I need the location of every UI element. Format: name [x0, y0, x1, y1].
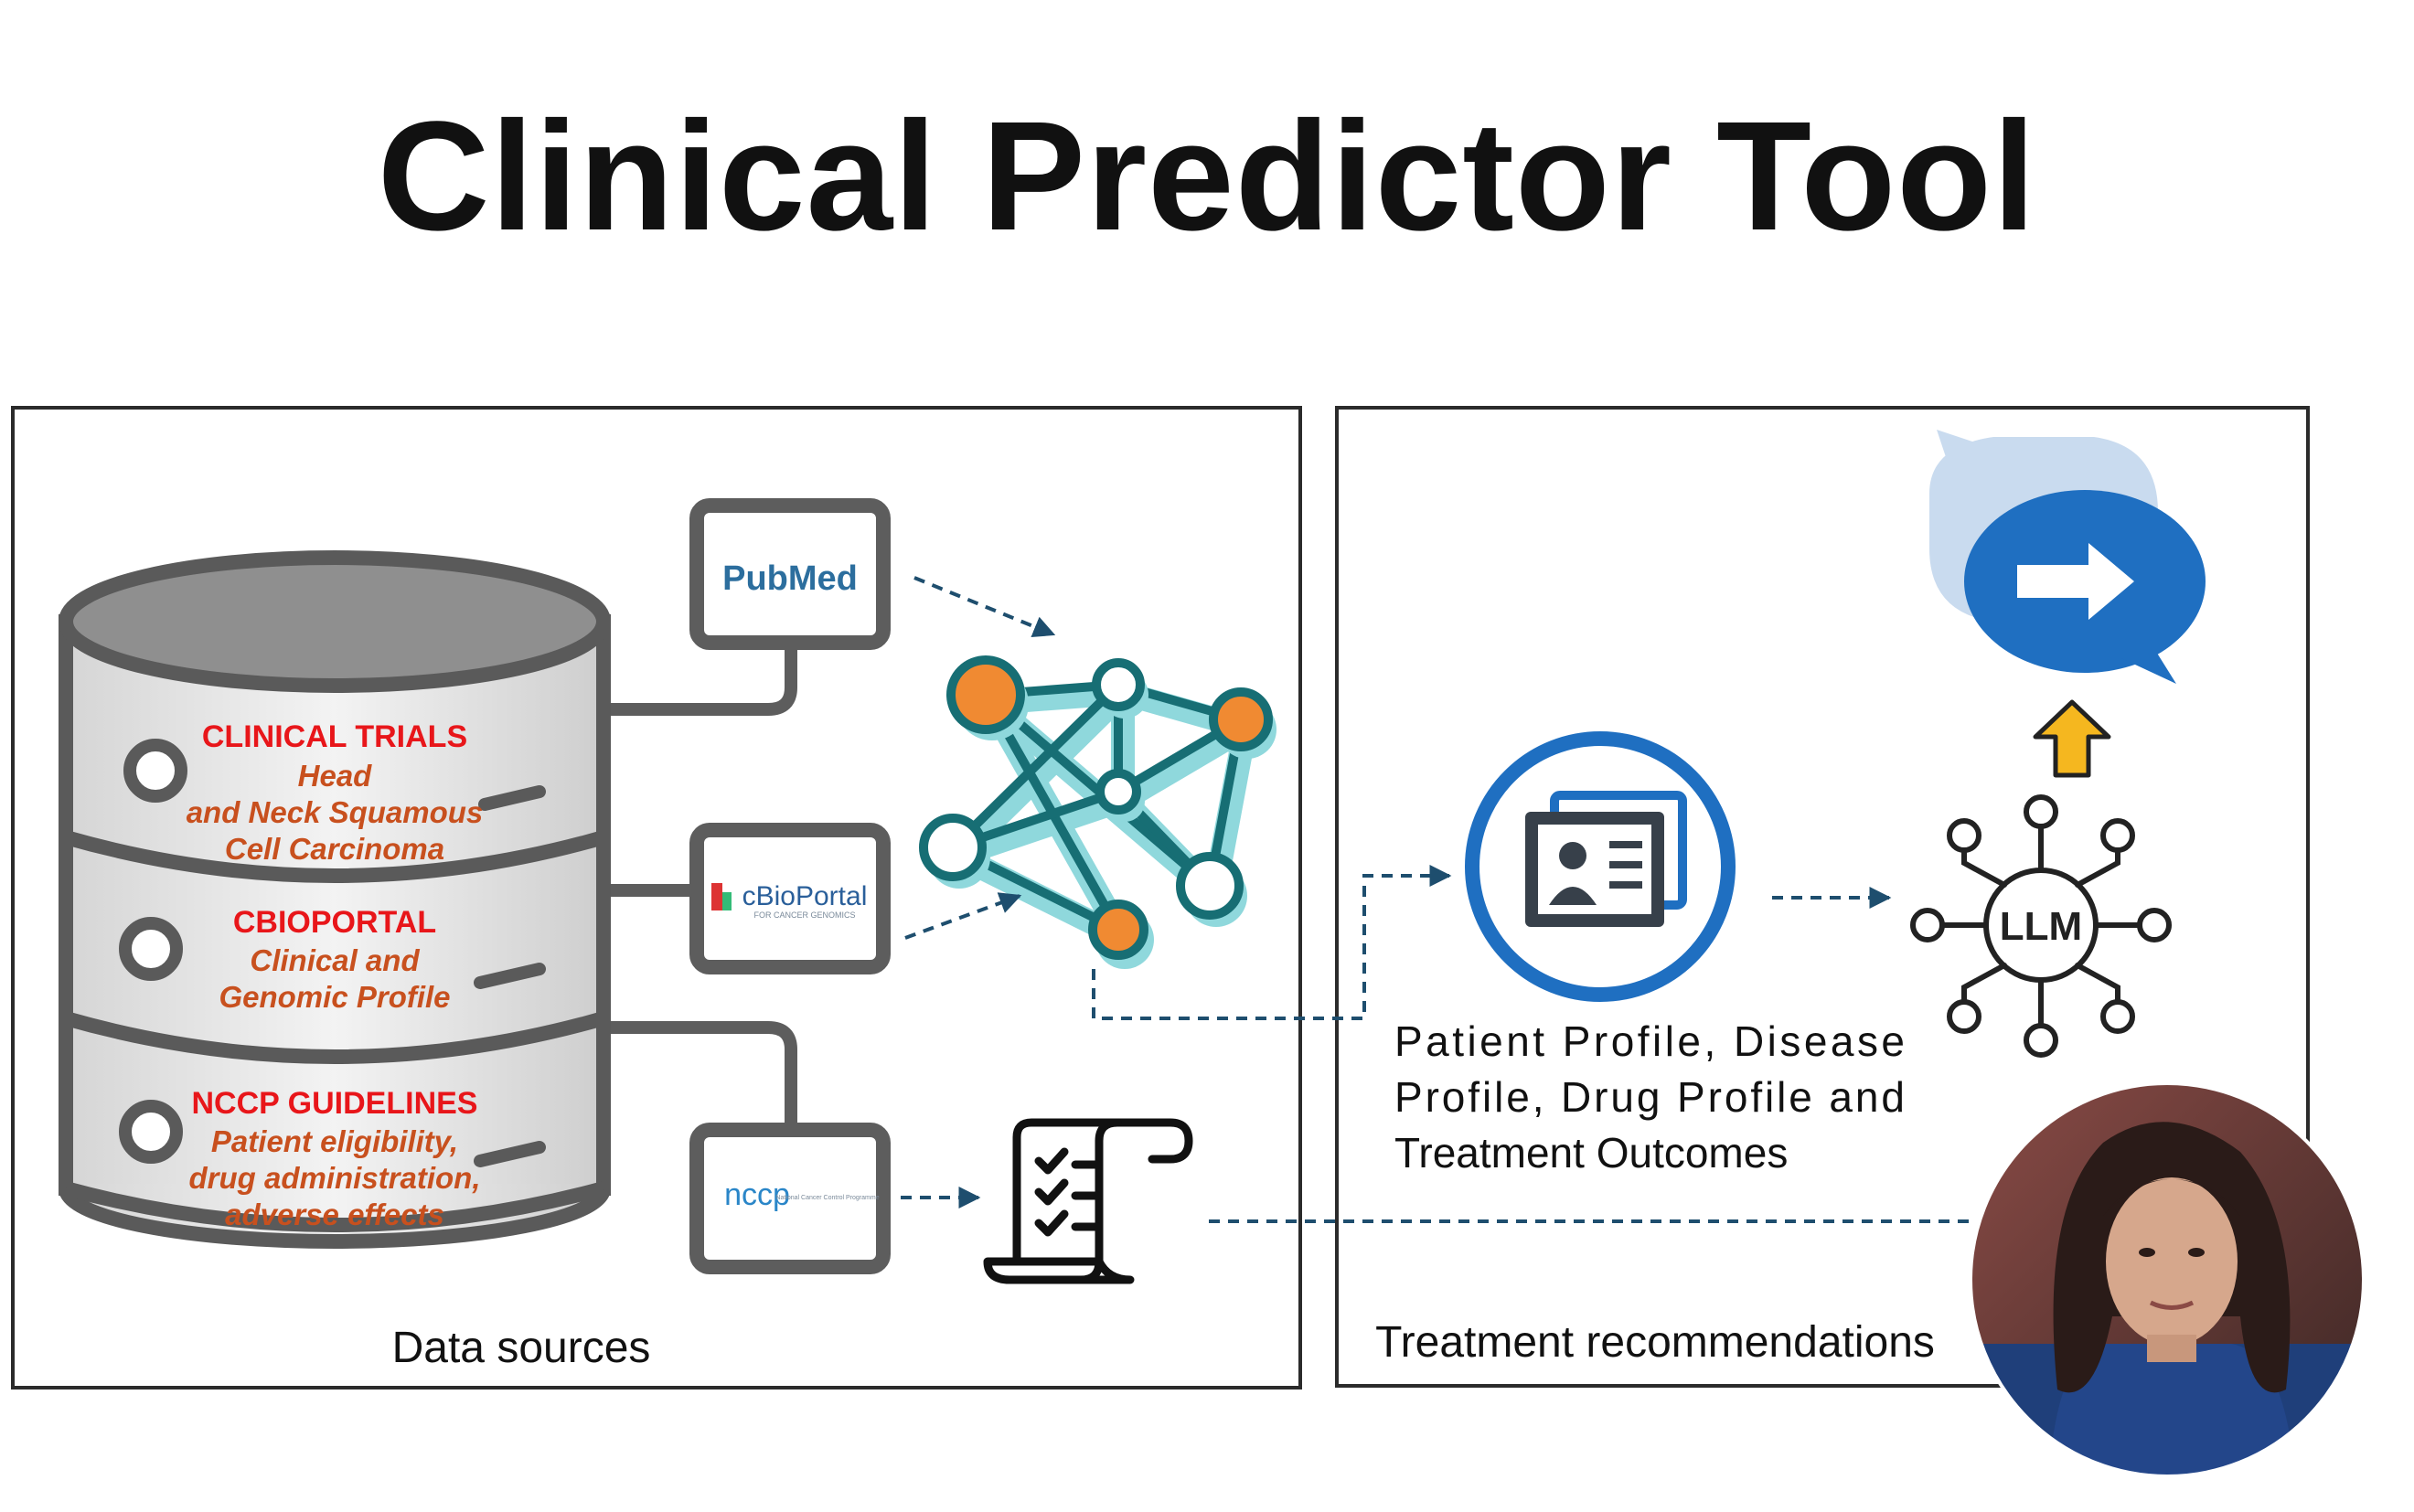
layer-line: Head [298, 759, 373, 793]
cbioportal-logo-subtext: FOR CANCER GENOMICS [753, 910, 855, 920]
page-title: Clinical Predictor Tool [377, 90, 2037, 263]
presenter-photo-frame [1969, 1081, 2366, 1478]
layer-line: Clinical and [250, 943, 420, 977]
layer-line: drug administration, [188, 1161, 480, 1195]
cbioportal-logo: cBioPortal [742, 881, 868, 911]
checklist-scroll-icon [983, 1118, 1193, 1284]
nccp-logo-box: nccp National Cancer Control Programme [689, 1123, 891, 1274]
layer-line: adverse effects [225, 1198, 444, 1231]
layer-line: Cell Carcinoma [225, 832, 444, 866]
cbioportal-logo-box: cBioPortal FOR CANCER GENOMICS [689, 823, 891, 974]
pubmed-logo: PubMed [722, 559, 858, 598]
flow-arrows [901, 576, 1975, 1223]
profile-text-line: Treatment Outcomes [1394, 1129, 1788, 1177]
treatment-panel [1335, 406, 2310, 1388]
pubmed-logo-box: PubMed [689, 498, 891, 650]
network-graph-icon [919, 655, 1276, 969]
chat-arrow-icon [1929, 430, 2206, 684]
layer-line: Patient eligibility, [211, 1124, 458, 1158]
nccp-logo: nccp [724, 1177, 790, 1212]
llm-label: LLM [2000, 904, 2082, 949]
layer-heading-nccp: NCCP GUIDELINES [192, 1086, 478, 1121]
layer-line: and Neck Squamous [187, 795, 484, 829]
nccp-logo-subtext: National Cancer Control Programme [775, 1195, 879, 1201]
llm-hub-icon [1910, 794, 2172, 1058]
data-sources-panel [11, 406, 1302, 1390]
data-sources-caption: Data sources [392, 1324, 651, 1372]
database-icon [59, 550, 611, 1249]
up-arrow-icon [2033, 699, 2111, 778]
profile-text-line: Patient Profile, Disease [1394, 1017, 1905, 1065]
profile-text-line: Profile, Drug Profile and [1394, 1073, 1905, 1121]
database-connectors [599, 640, 797, 1123]
treatment-caption: Treatment recommendations [1375, 1318, 1935, 1367]
layer-heading-clinical-trials: CLINICAL TRIALS [202, 719, 467, 754]
layer-line: Genomic Profile [219, 980, 450, 1014]
layer-heading-cbioportal: CBIOPORTAL [233, 905, 436, 940]
profile-card-icon [1465, 731, 1736, 1002]
